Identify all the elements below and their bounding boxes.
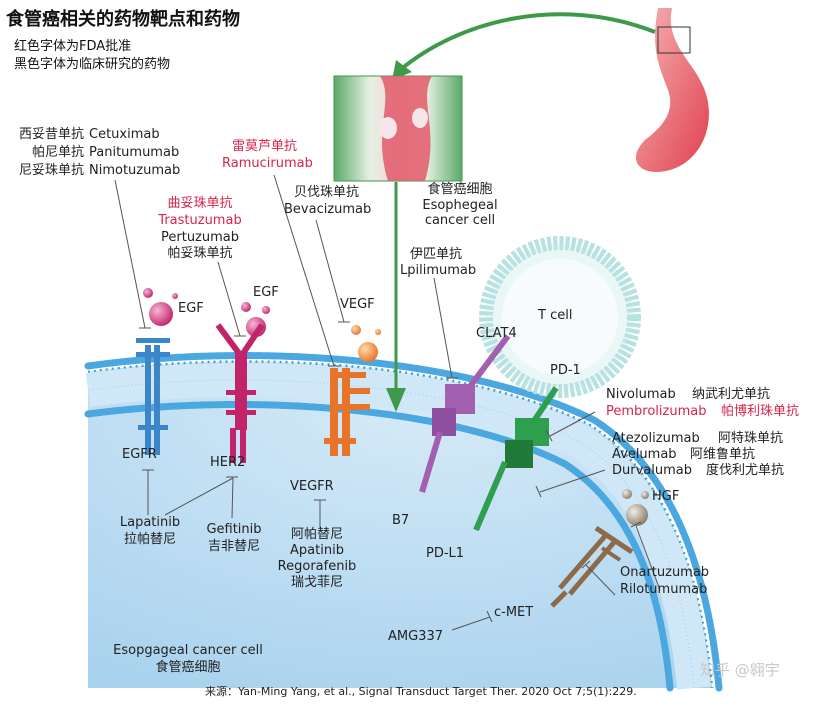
nimotuzumab-en: Nimotuzumab [89, 163, 181, 178]
lapatinib-en: Lapatinib [119, 515, 181, 530]
rilotumumab-label: Rilotumumab [620, 582, 708, 597]
trastuzumab-cn: 曲妥珠单抗 [167, 196, 233, 211]
onartuzumab-label: Onartuzumab [620, 565, 710, 580]
tumor-label-en2: cancer cell [424, 213, 496, 228]
nivolumab-cn: 纳武利尤单抗 [692, 387, 771, 402]
inhibitor-lines [114, 174, 661, 631]
trastuzumab-en: Trastuzumab [158, 213, 242, 228]
durvalumab-en: Durvalumab [612, 463, 692, 478]
cell-label-cn: 食管癌细胞 [155, 660, 221, 675]
legend-black-text: 黑色字体为临床研究的药物 [14, 57, 171, 72]
egf-label-2: EGF [253, 285, 279, 300]
egf-ligand-1 [149, 302, 173, 326]
legend-red-text: 红色字体为FDA批准 [14, 39, 132, 54]
egf-ligand-2 [246, 317, 266, 337]
avelumab-en: Avelumab [612, 447, 677, 462]
hgf-ligand [626, 504, 648, 526]
bevacizumab-cn: 贝伐珠单抗 [294, 185, 360, 200]
page-title: 食管癌相关的药物靶点和药物 [6, 9, 240, 30]
nivolumab-en: Nivolumab [606, 387, 676, 402]
cetuximab-en: Cetuximab [89, 127, 160, 142]
egfr-label: EGFR [122, 447, 157, 462]
gefitinib-cn: 吉非替尼 [207, 539, 260, 554]
apatinib-en: Apatinib [290, 543, 344, 558]
egf-label-1: EGF [178, 301, 204, 316]
her2-receptor [215, 323, 265, 463]
pdl1-label: PD-L1 [426, 546, 465, 561]
her2-label: HER2 [210, 455, 246, 470]
amg337-label: AMG337 [388, 629, 443, 644]
vegf-label: VEGF [340, 297, 375, 312]
vegf-ligand [358, 342, 378, 362]
cell-label-en: Esopgageal cancer cell [113, 643, 263, 658]
cmet-label: c-MET [494, 605, 534, 620]
panitumumab-cn: 帕尼单抗 [31, 145, 84, 160]
atezolizumab-cn: 阿特珠单抗 [718, 431, 784, 446]
vegfr-receptor [324, 368, 370, 456]
ctla4-b7-complex [419, 334, 511, 493]
regorafenib-en: Regorafenib [277, 559, 357, 574]
pd1-pdl1-complex [473, 386, 559, 532]
durvalumab-cn: 度伐利尤单抗 [706, 463, 785, 478]
tumor-label-cn: 食管癌细胞 [427, 182, 493, 197]
nimotuzumab-cn: 尼妥珠单抗 [18, 163, 84, 178]
vegfr-label: VEGFR [290, 479, 334, 494]
tumor-label-en1: Esophegeal [422, 198, 498, 213]
pertuzumab-cn: 帕妥珠单抗 [167, 246, 233, 261]
atezolizumab-en: Atezolizumab [612, 431, 700, 446]
panitumumab-en: Panitumumab [89, 145, 180, 160]
avelumab-cn: 阿维鲁单抗 [690, 447, 756, 462]
source-citation: 来源：Yan-Ming Yang, et al., Signal Transdu… [205, 685, 637, 698]
zoom-arrow [398, 12, 656, 72]
gefitinib-en: Gefitinib [206, 522, 262, 537]
pd1-label: PD-1 [550, 363, 581, 378]
hgf-label: HGF [652, 489, 680, 504]
ramucirumab-cn: 雷莫芦单抗 [232, 139, 298, 154]
stomach-zoom-box [657, 26, 691, 54]
stomach-icon [635, 8, 709, 172]
watermark: 知乎 @翱宇 [700, 661, 780, 679]
ipilimumab-cn: 伊匹单抗 [410, 247, 463, 262]
ipilimumab-en: Lpilimumab [400, 263, 477, 278]
egfr-receptor [136, 338, 170, 455]
clat4-label: CLAT4 [476, 326, 517, 341]
pembrolizumab-en: Pembrolizumab [606, 404, 707, 419]
regorafenib-cn: 瑞戈菲尼 [290, 575, 343, 590]
b7-label: B7 [392, 513, 410, 528]
cmet-receptor [550, 525, 634, 608]
membrane-head-inner [84, 401, 674, 692]
membrane-outer [87, 360, 714, 689]
lapatinib-cn: 拉帕替尼 [123, 532, 176, 547]
bevacizumab-en: Bevacizumab [284, 202, 372, 217]
t-cell-label: T cell [538, 308, 573, 323]
ramucirumab-en: Ramucirumab [222, 156, 313, 171]
pertuzumab-en: Pertuzumab [161, 230, 239, 245]
apatinib-cn: 阿帕替尼 [290, 527, 343, 542]
cetuximab-cn: 西妥昔单抗 [18, 127, 84, 142]
pembrolizumab-cn: 帕博利珠单抗 [721, 404, 800, 419]
